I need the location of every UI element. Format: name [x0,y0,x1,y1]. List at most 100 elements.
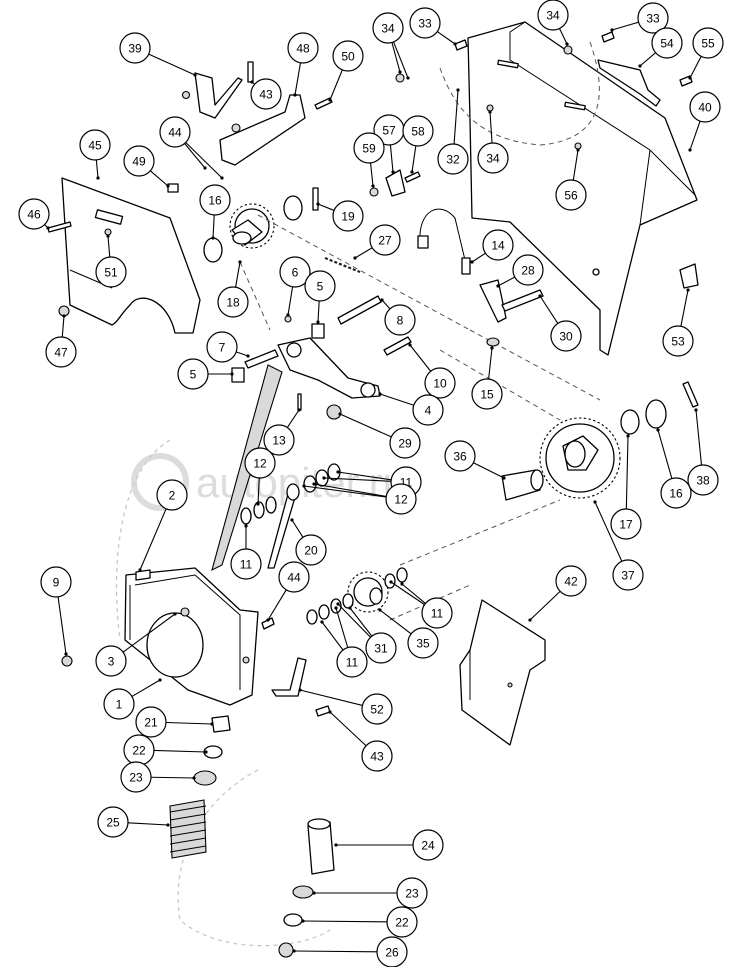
callout-leader [294,62,302,96]
callout-leader [370,162,374,187]
callout-circle [407,627,439,659]
callout-c38: 38 [687,408,719,496]
callout-circle [336,646,368,678]
callout-circle [687,464,719,496]
bolt-33a [454,39,468,51]
callout-number: 16 [208,194,222,208]
callout-c56: 56 [555,148,587,211]
leader-tip [686,288,690,292]
callout-number: 9 [53,576,60,590]
callout-c42: 42 [528,565,587,622]
leader-tip [193,73,197,77]
callout-leader [127,822,169,826]
callout-number: 22 [395,916,409,930]
leader-tip [353,256,357,260]
leader-tip [378,392,382,396]
callout-leader [489,111,493,144]
nut-44 [181,90,191,100]
leader-tip [290,518,294,522]
pin-10 [383,336,412,356]
callout-leader [572,149,579,181]
callout-number: 36 [453,450,467,464]
callout-number: 42 [564,575,578,589]
clip-21 [211,715,231,733]
cable-32 [439,41,600,146]
callout-c22a: 22 [123,734,208,766]
washer-stack-upper [240,463,341,525]
callout-c47: 47 [45,314,77,368]
leader-tip [336,602,340,606]
nut-29 [326,404,342,420]
bolt-50 [314,97,333,110]
callout-leader [287,286,294,316]
leader-tip [565,42,569,46]
callout-number: 52 [370,703,384,717]
callout-leader [389,144,394,173]
callout-number: 1 [116,698,123,712]
callout-leader [657,429,673,479]
callout-number: 47 [54,346,68,360]
callout-circle [156,479,188,511]
callout-circle [412,394,444,426]
callout-c11c: 11 [389,580,453,629]
leader-tip [456,88,460,92]
pin-7 [244,349,279,369]
callout-circle [386,906,418,938]
leader-tip [266,618,270,622]
leader-tip [106,234,110,238]
callout-leader [150,776,195,779]
callout-leader [303,485,387,498]
callout-c24: 24 [334,829,444,861]
callout-number: 34 [546,9,560,23]
callout-number: 48 [296,42,310,56]
callout-circle [512,254,544,286]
leader-tip [490,346,494,350]
callout-number: 20 [304,544,318,558]
callout-number: 8 [397,314,404,328]
callout-c57: 57 [373,114,405,174]
callout-number: 34 [381,22,395,36]
leader-tip [230,372,234,376]
pin-13 [297,393,302,411]
washer-16b [645,399,667,429]
sensor-14 [417,208,471,275]
callout-leader [390,581,425,606]
callout-circle [610,508,642,540]
leader-tip [389,580,393,584]
callout-circle [230,548,262,580]
callout-number: 28 [521,264,535,278]
callout-number: 24 [421,839,435,853]
callout-leader [257,477,260,505]
callout-c11d: 11 [320,606,368,678]
callout-number: 3 [108,655,115,669]
callout-number: 26 [385,946,399,960]
callout-number: 33 [418,17,432,31]
leader-tip [398,70,402,74]
callout-circle [651,27,683,59]
callout-number: 19 [341,210,355,224]
callout-leader [329,711,367,747]
washer-17 [620,409,640,435]
callout-c25: 25 [97,806,170,838]
callout-leader [321,621,344,651]
leader-tip [238,260,242,264]
callout-circle [662,325,694,357]
leader-tip [378,608,382,612]
callout-leader [212,214,215,239]
leader-tip [312,891,316,895]
callout-number: 16 [669,487,683,501]
callout-circle [477,142,509,174]
callout-number: 38 [696,474,710,488]
callout-circle [692,27,724,59]
callout-number: 34 [486,152,500,166]
callout-leader [153,749,207,753]
leader-tip [338,412,342,416]
callout-circle [304,270,336,302]
bracket-48 [219,94,306,166]
callout-leader [131,679,161,697]
leader-tip [210,722,214,726]
callout-c44b: 44 [266,561,310,622]
callout-c22b: 22 [301,906,418,938]
callout-leader [393,41,409,79]
callout-c34a: 34 [372,12,410,80]
